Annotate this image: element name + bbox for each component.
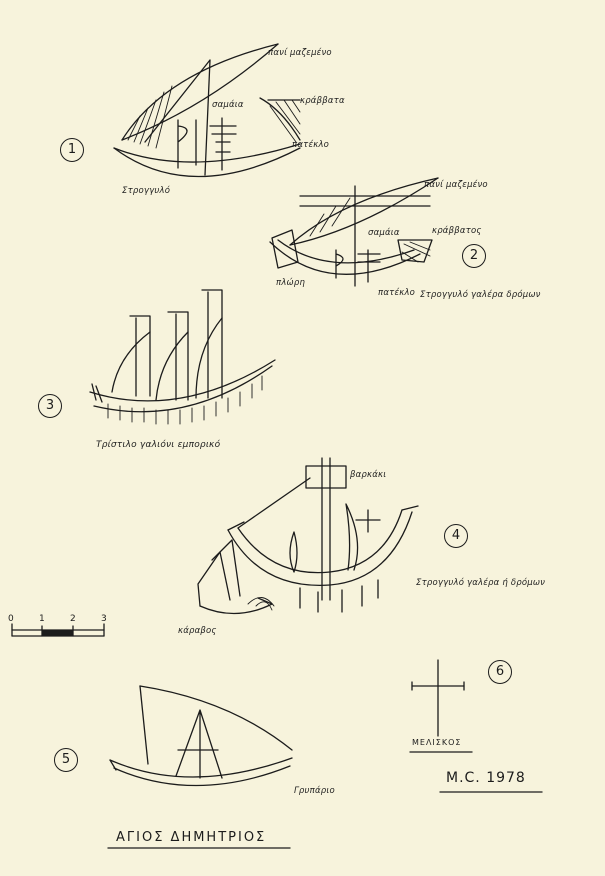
scale-tick-3: 3 [101, 614, 107, 624]
ship4-boat-label: βαρκάκι [350, 470, 387, 480]
signature-date: M.C. 1978 [446, 770, 526, 786]
scale-tick-1: 1 [39, 614, 45, 624]
ship2-deck-label: σαμάια [368, 228, 400, 238]
ship2-flags-label: κράββατος [432, 226, 482, 236]
ship1-stern-label: πατέκλο [292, 140, 330, 150]
ship1-hull-label: Στρογγυλό [122, 186, 171, 196]
ship2-prow-label: πλώρη [276, 278, 306, 288]
ship-3-sketch [89, 289, 276, 425]
ship1-flags-label: κράββατα [300, 96, 345, 106]
figure-number-4: 4 [444, 524, 468, 548]
scale-tick-2: 2 [70, 614, 76, 624]
scale-tick-0: 0 [8, 614, 14, 624]
ship5-label: Γρυπάριο [294, 786, 335, 796]
ship-4-sketch [197, 457, 419, 615]
ship-1-sketch [113, 43, 301, 178]
cross-6-sketch [409, 659, 473, 753]
ship2-stern-label: πατέκλο [378, 288, 416, 298]
ship1-sail-label: πανί μαζεμένο [268, 48, 332, 58]
scale-bar [11, 623, 105, 637]
ship2-sail-label: πανί μαζεμένο [424, 180, 488, 190]
ship4-caption: Στρογγυλό γαλέρα ή δρόμων [416, 578, 546, 588]
figure-number-6: 6 [488, 660, 512, 684]
ship-5-sketch [109, 685, 293, 787]
ship4-small-boat-label: κάραβος [178, 626, 217, 636]
ship-2-sketch [269, 177, 439, 287]
figure-number-1: 1 [60, 138, 84, 162]
page-title: ΑΓΙΟΣ ΔΗΜΗΤΡΙΟΣ [116, 830, 267, 845]
figure-number-5: 5 [54, 748, 78, 772]
ship3-caption: Τρίστιλο γαλιόνι εμπορικό [96, 440, 221, 450]
ship2-hull-label: Στρογγυλό γαλέρα δρόμων [420, 290, 541, 300]
cross-label: ΜΕΛΙΣΚΟΣ [412, 738, 462, 747]
ship1-deck-label: σαμάια [212, 100, 244, 110]
figure-number-3: 3 [38, 394, 62, 418]
figure-number-2: 2 [462, 244, 486, 268]
